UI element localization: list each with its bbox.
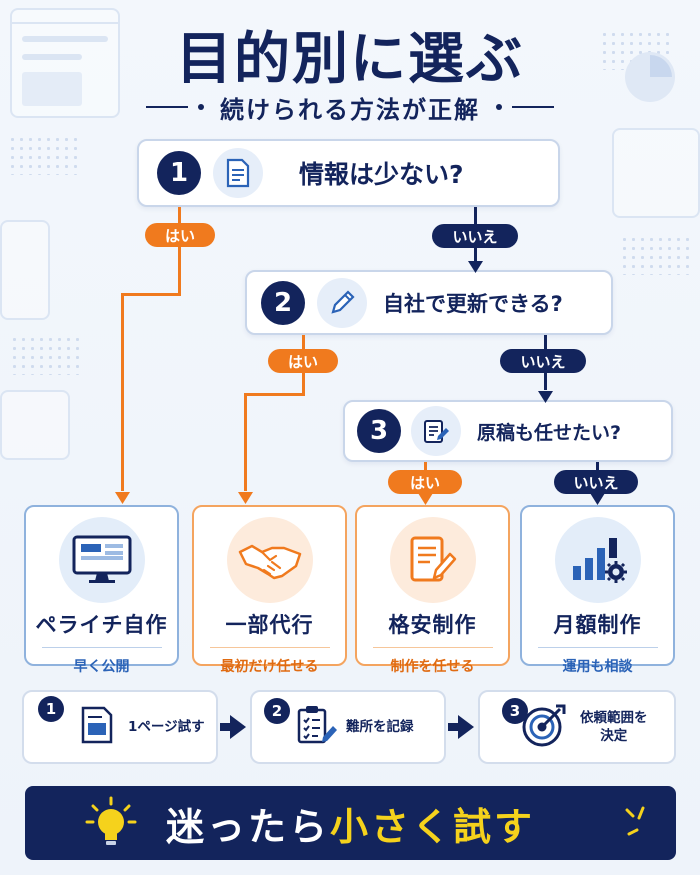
page-title: 目的別に選ぶ bbox=[176, 27, 524, 92]
yes-label: はい bbox=[268, 349, 338, 373]
connector-line bbox=[121, 293, 124, 491]
bottom-banner: 迷ったら 小さく試す bbox=[25, 786, 676, 860]
step-arrow-icon bbox=[230, 715, 246, 739]
connector-line bbox=[244, 393, 247, 491]
divider bbox=[209, 647, 330, 648]
result-subtitle: 早く公開 bbox=[73, 659, 130, 675]
target-icon bbox=[520, 703, 568, 751]
step-text: 1ページ試す bbox=[128, 718, 205, 735]
handshake-icon bbox=[226, 517, 313, 603]
document-icon bbox=[213, 148, 263, 198]
result-card-partial-outsource[interactable]: 一部代行 最初だけ任せる bbox=[192, 505, 347, 675]
step-text-line: 依頼範囲を bbox=[580, 709, 648, 726]
chart-gear-icon bbox=[554, 517, 641, 603]
background-window-decoration bbox=[0, 390, 70, 460]
connector-line bbox=[121, 293, 181, 296]
result-subtitle: 運用も相談 bbox=[562, 659, 633, 675]
step-number-badge: 2 bbox=[264, 698, 290, 724]
result-title: 格安制作 bbox=[388, 613, 477, 637]
question-box-1: 1 情報は少ない? bbox=[137, 139, 560, 207]
result-subtitle: 制作を任せる bbox=[390, 659, 475, 675]
sparkle-icon bbox=[623, 806, 647, 844]
step-arrow-stem bbox=[448, 723, 460, 731]
question-text: 自社で更新できる? bbox=[383, 291, 563, 316]
step-arrow-stem bbox=[220, 723, 232, 731]
subtitle-row: 続けられる方法が正解 bbox=[100, 90, 600, 124]
clipboard-edit-icon bbox=[411, 406, 461, 456]
arrow-head bbox=[238, 489, 253, 508]
background-dots bbox=[8, 135, 78, 175]
checklist-icon bbox=[296, 704, 338, 750]
result-title: 一部代行 bbox=[225, 613, 314, 637]
banner-text-highlight: 小さく試す bbox=[330, 804, 536, 849]
arrow-head bbox=[468, 258, 483, 277]
yes-label: はい bbox=[145, 223, 215, 247]
banner-text-white: 迷ったら bbox=[165, 804, 330, 849]
background-dots bbox=[620, 235, 690, 275]
subtitle-dot-right bbox=[496, 104, 502, 110]
no-label: いいえ bbox=[554, 470, 638, 494]
arrow-head bbox=[538, 388, 553, 407]
monitor-icon bbox=[58, 517, 145, 603]
question-box-2: 2 自社で更新できる? bbox=[245, 270, 613, 335]
step-text: 難所を記録 bbox=[346, 718, 414, 735]
step-arrow-icon bbox=[458, 715, 474, 739]
step-number-badge: 3 bbox=[502, 698, 528, 724]
arrow-head bbox=[115, 489, 130, 508]
question-number-badge: 1 bbox=[157, 151, 201, 195]
step-text: 依頼範囲を 決定 bbox=[580, 709, 648, 745]
subtitle-line-left bbox=[146, 106, 188, 108]
yes-label: はい bbox=[388, 470, 462, 494]
divider bbox=[41, 647, 162, 648]
question-text: 原稿も任せたい? bbox=[477, 421, 622, 444]
no-label: いいえ bbox=[432, 224, 518, 248]
lightbulb-icon bbox=[83, 796, 139, 854]
question-number-badge: 3 bbox=[357, 409, 401, 453]
connector-line bbox=[244, 393, 305, 396]
background-window-decoration bbox=[10, 8, 120, 118]
pie-chart-decoration bbox=[625, 52, 675, 102]
step-text-line: 決定 bbox=[600, 728, 628, 744]
background-window-decoration bbox=[612, 128, 700, 218]
background-dots bbox=[10, 335, 80, 375]
result-card-perai-chi[interactable]: ペライチ自作 早く公開 bbox=[24, 505, 179, 675]
question-box-3: 3 原稿も任せたい? bbox=[343, 400, 673, 462]
divider bbox=[372, 647, 493, 648]
result-title: 月額制作 bbox=[553, 613, 642, 637]
step-number-badge: 1 bbox=[38, 696, 64, 722]
page-subtitle: 続けられる方法が正解 bbox=[220, 95, 480, 124]
subtitle-dot-left bbox=[198, 104, 204, 110]
question-text: 情報は少ない? bbox=[299, 160, 464, 189]
divider bbox=[537, 647, 658, 648]
step-2: 2 難所を記録 bbox=[250, 690, 446, 764]
document-edit-icon bbox=[389, 517, 476, 603]
connector-line bbox=[178, 207, 181, 295]
step-3: 3 依頼範囲を 決定 bbox=[478, 690, 676, 764]
background-window-decoration bbox=[0, 220, 50, 320]
page-icon bbox=[80, 705, 114, 749]
arrow-head bbox=[418, 490, 433, 509]
result-title: ペライチ自作 bbox=[35, 613, 168, 637]
pencil-icon bbox=[317, 277, 367, 328]
arrow-head bbox=[590, 490, 605, 509]
result-card-monthly-production[interactable]: 月額制作 運用も相談 bbox=[520, 505, 675, 675]
result-card-budget-production[interactable]: 格安制作 制作を任せる bbox=[355, 505, 510, 675]
question-number-badge: 2 bbox=[261, 280, 305, 325]
result-subtitle: 最初だけ任せる bbox=[220, 659, 319, 675]
no-label: いいえ bbox=[500, 349, 586, 373]
step-1: 1 1ページ試す bbox=[22, 690, 218, 764]
subtitle-line-right bbox=[512, 106, 554, 108]
